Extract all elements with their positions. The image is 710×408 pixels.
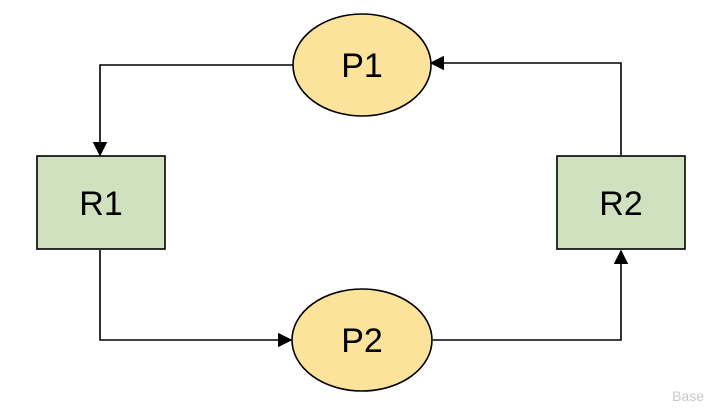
- process-node-p1-shape: [292, 13, 432, 117]
- resource-node-r2-label: R2: [599, 185, 642, 223]
- resource-node-r1-shape: [36, 155, 166, 250]
- process-node-p1: P1: [292, 13, 432, 117]
- process-node-p2: P2: [291, 288, 433, 392]
- resource-node-r1: R1: [36, 155, 166, 250]
- resource-node-r2-shape: [556, 155, 686, 250]
- resource-node-r2: R2: [556, 155, 686, 250]
- edge-r1-to-p2: [99, 250, 293, 348]
- edge-r2-to-p1: [429, 55, 622, 155]
- process-node-p1-label: P1: [341, 47, 383, 85]
- watermark: Base: [672, 388, 704, 404]
- resource-node-r1-label: R1: [79, 185, 122, 223]
- edge-p1-to-r1: [92, 64, 293, 157]
- process-node-p2-label: P2: [341, 322, 383, 360]
- process-node-p2-shape: [291, 288, 433, 392]
- edge-p2-to-r2: [433, 249, 629, 341]
